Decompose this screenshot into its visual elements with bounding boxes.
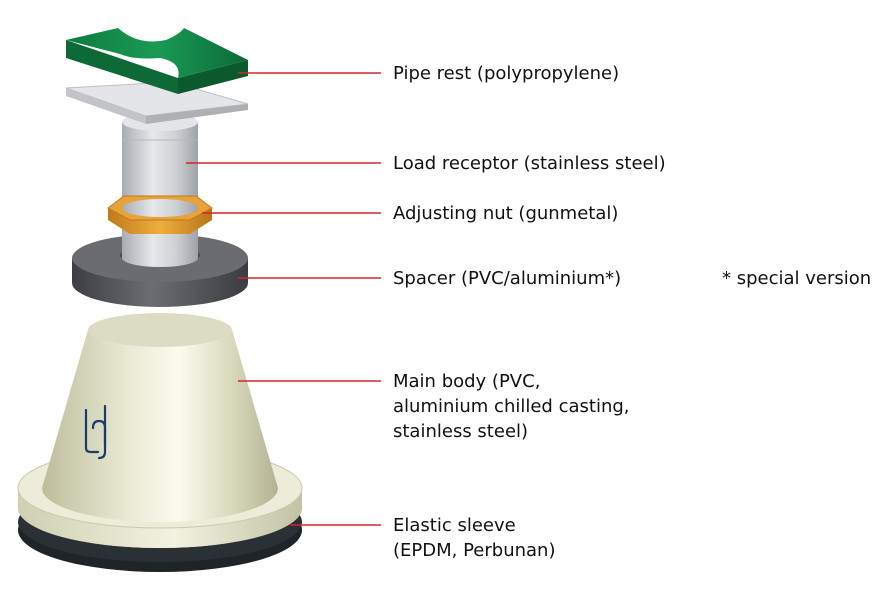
main-body-part [42, 313, 278, 522]
adjusting-nut-part [107, 195, 213, 234]
label-line: Adjusting nut (gunmetal) [393, 203, 619, 224]
pipe-rest-part [66, 28, 248, 94]
label-line: Load receptor (stainless steel) [393, 153, 666, 174]
label-line: (EPDM, Perbunan) [393, 540, 556, 561]
label-line: stainless steel) [393, 421, 529, 442]
label-elastic-sleeve: Elastic sleeve (EPDM, Perbunan) [393, 513, 555, 563]
label-line: Pipe rest (polypropylene) [393, 63, 620, 84]
bd-monogram-logo [84, 404, 107, 460]
label-adjusting-nut: Adjusting nut (gunmetal) [393, 201, 618, 226]
label-line: Spacer (PVC/aluminium*) [393, 268, 622, 289]
label-line: aluminium chilled casting, [393, 396, 630, 417]
label-pipe-rest: Pipe rest (polypropylene) [393, 61, 619, 86]
label-load-receptor: Load receptor (stainless steel) [393, 151, 666, 176]
load-receptor-part [122, 113, 198, 267]
support-plate-part [65, 81, 249, 124]
label-line: Main body (PVC, [393, 371, 541, 392]
leader-lines [186, 72, 381, 526]
label-main-body: Main body (PVC, aluminium chilled castin… [393, 369, 630, 444]
label-line: Elastic sleeve [393, 515, 516, 536]
label-spacer: Spacer (PVC/aluminium*) [393, 266, 621, 291]
footnote-special-version: * special version [722, 268, 872, 289]
